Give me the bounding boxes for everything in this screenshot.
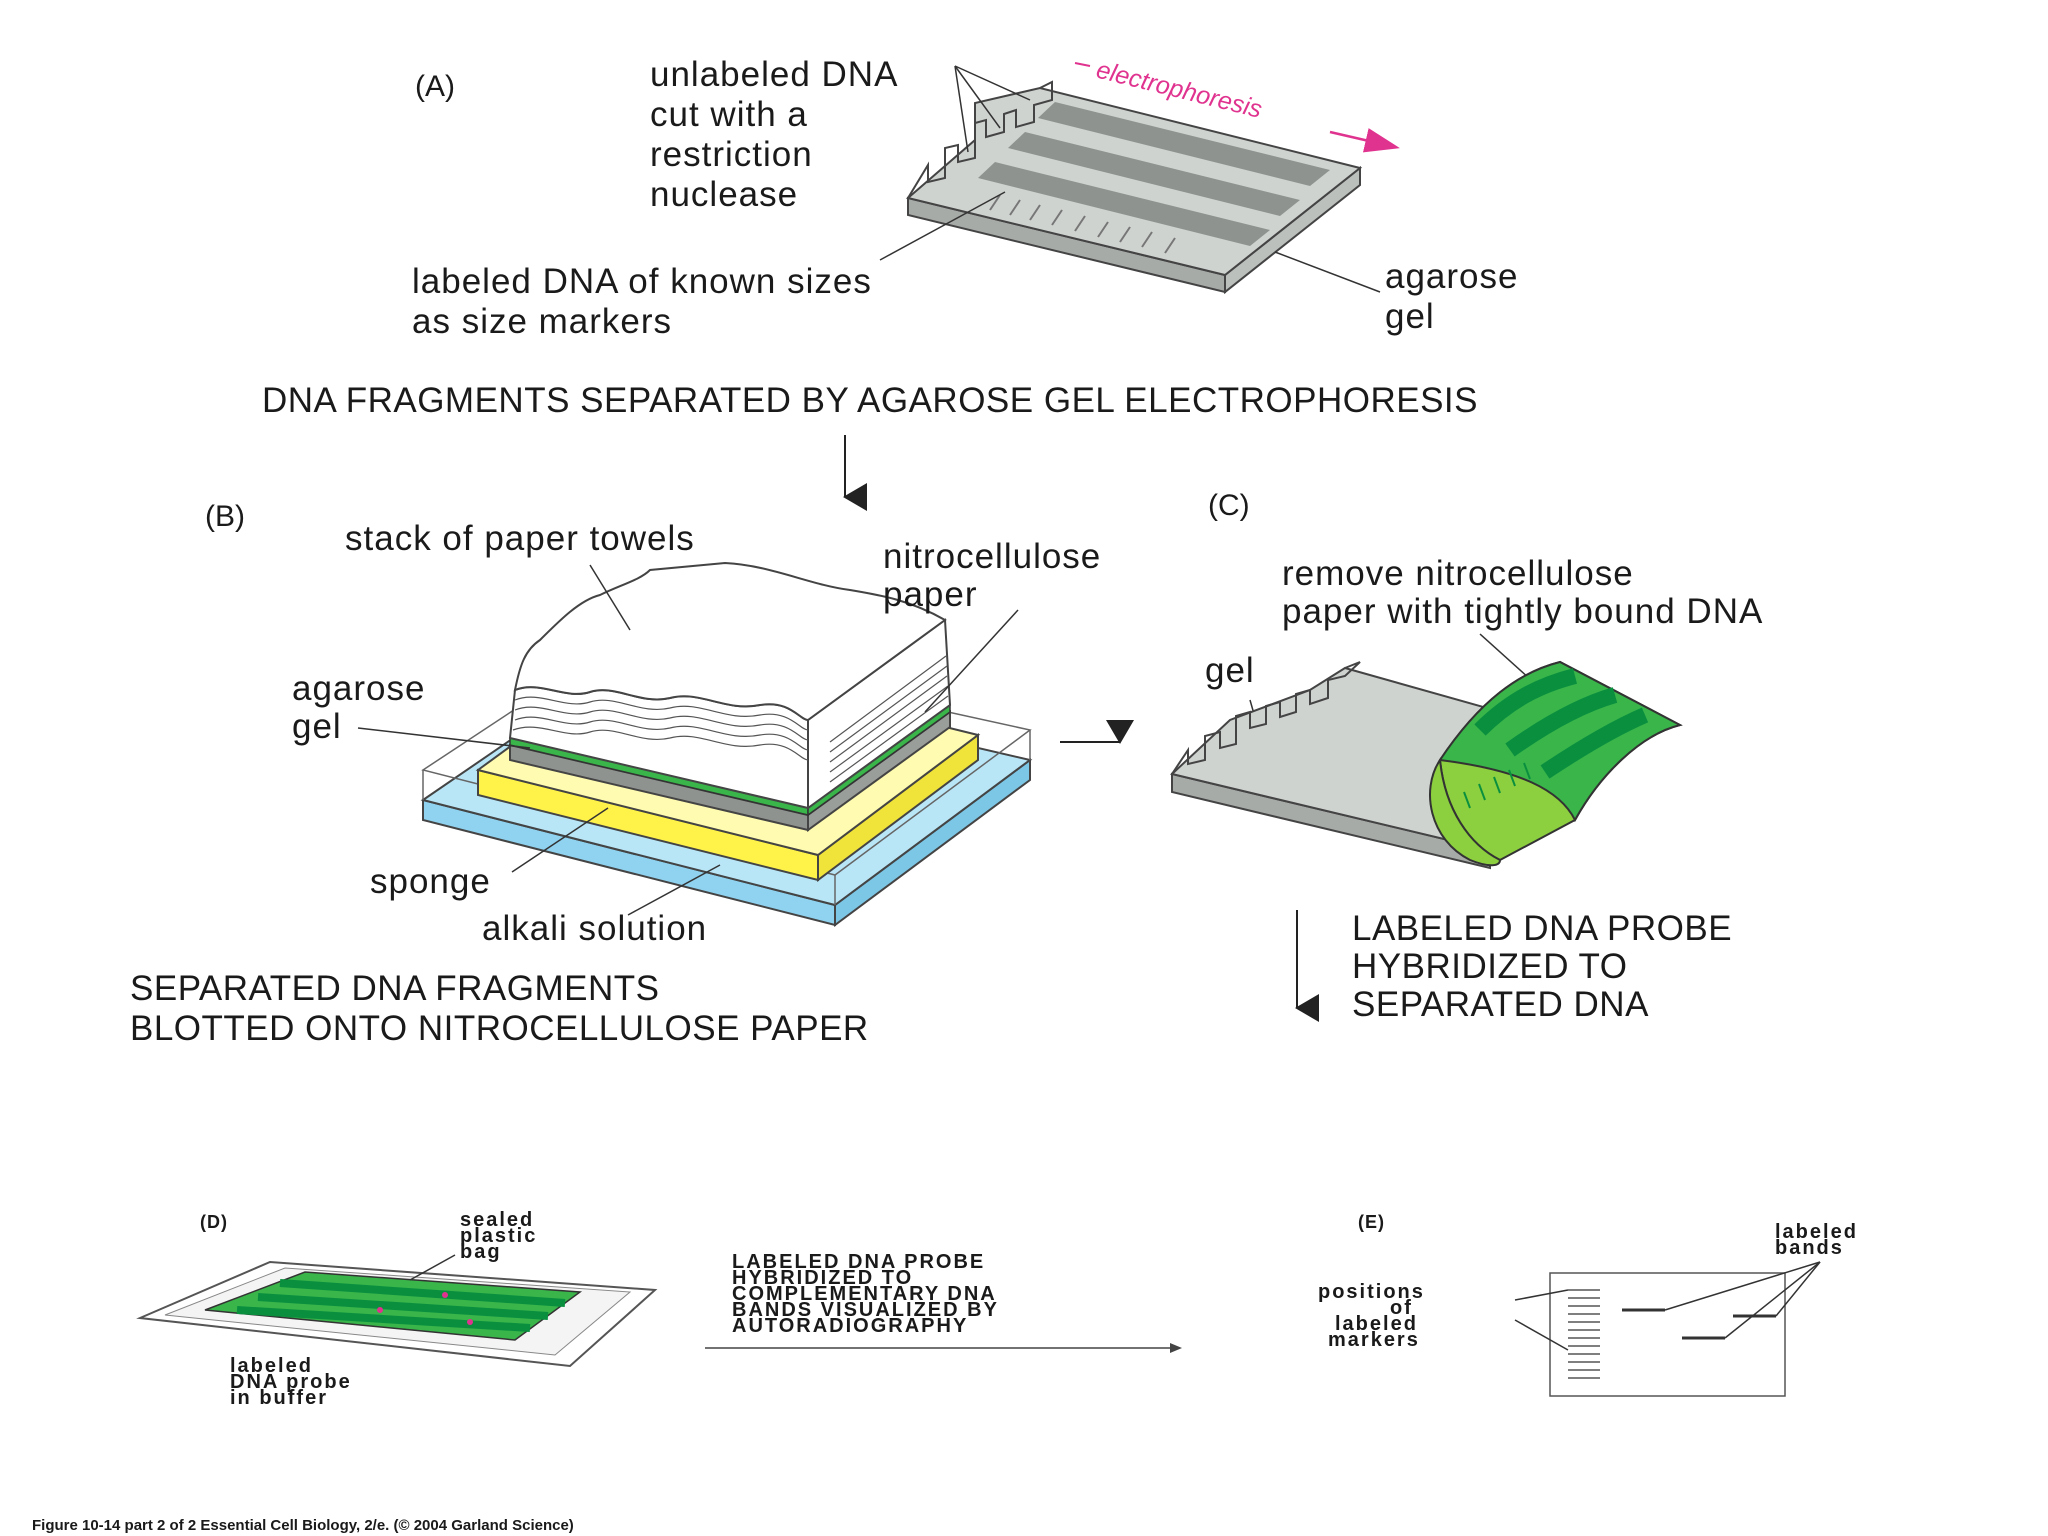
bag-nitro-bands [236,1279,566,1332]
caption-line: SEPARATED DNA FRAGMENTS [130,969,659,1008]
label-line: of [1390,1297,1413,1319]
caption-line: HYBRIDIZED TO [732,1267,913,1289]
gel-a-band-3 [978,162,1270,246]
panel-a: (A) [262,55,1518,420]
label-bag: sealed plastic bag [460,1209,537,1263]
panel-a-tag: (A) [415,70,455,103]
label-positions-e: positions of labeled markers [1318,1281,1425,1351]
label-bands-e: labeled bands [1775,1221,1858,1259]
blot-stack [420,561,1033,927]
detected-bands-e [1622,1308,1776,1340]
marker-ladder-e [1568,1289,1600,1379]
label-line: cut with a [650,95,808,134]
label-sponge: sponge [370,862,491,901]
panel-b-tag: (B) [205,500,245,533]
label-alkali: alkali solution [482,909,707,948]
figure-footer: Figure 10-14 part 2 of 2 Essential Cell … [32,1517,574,1534]
leader-alkali [627,864,721,916]
label-line: DNA probe [230,1371,352,1393]
nitro-sheet-c-bands [1474,668,1649,779]
leader-nitro-b [924,609,1019,713]
gel-a-marker-ladder [989,194,1176,254]
panel-c-caption: LABELED DNA PROBE HYBRIDIZED TO SEPARATE… [1352,909,1732,1024]
caption-line: HYBRIDIZED TO [1352,947,1628,986]
panel-d-tag: (D) [200,1212,228,1232]
label-line: plastic [460,1225,537,1247]
label-line: remove nitrocellulose [1282,554,1634,593]
arrow-d-to-e-head [1170,1343,1182,1353]
caption-line: LABELED DNA PROBE [1352,909,1732,948]
label-gel-c: gel [1205,651,1255,690]
gel-a-band-2 [1008,132,1300,216]
caption-line: BANDS VISUALIZED BY [732,1299,999,1321]
gel-a-band-1 [1038,102,1330,186]
label-line: restriction [650,135,813,174]
leaders-bands-e [1664,1261,1821,1339]
leaders-positions-e [1514,1289,1569,1351]
label-probe: labeled DNA probe in buffer [230,1355,352,1409]
label-line: sealed [460,1209,534,1231]
label-line: markers [1328,1329,1420,1351]
panel-d: (D) sealed plastic bag labeled DNA [136,1209,1182,1409]
caption-line: COMPLEMENTARY DNA [732,1283,997,1305]
label-gel-b: agarose gel [292,669,425,746]
label-line: bag [460,1241,502,1263]
paper-towels-top [513,561,947,722]
size-markers-label: labeled DNA of known sizes as size marke… [412,262,872,341]
paper-towel-layers [512,655,949,783]
label-line: as size markers [412,302,672,341]
leader-gel-b [357,727,531,749]
nitro-curl [1429,757,1502,867]
label-line: bands [1775,1237,1844,1259]
label-line: paper [883,575,978,614]
panel-d-caption: LABELED DNA PROBE HYBRIDIZED TO COMPLEME… [732,1251,999,1337]
sealed-bag [136,1260,658,1368]
leader-paper-towels [589,564,631,631]
label-line: nitrocellulose [883,537,1101,576]
bag-probe-dots [377,1292,473,1325]
label-line: labeled [1775,1221,1858,1243]
peel-assembly [1169,660,1683,870]
panel-e-tag: (E) [1358,1212,1385,1232]
label-line: agarose [1385,257,1518,296]
label-line: gel [1385,297,1435,336]
caption-line: LABELED DNA PROBE [732,1251,985,1273]
leader-bag [409,1254,456,1281]
label-paper-towels: stack of paper towels [345,519,695,558]
unlabeled-dna-leaders [954,65,1031,153]
gel-c-wells [1171,661,1361,775]
label-line: positions [1318,1281,1425,1303]
label-line: agarose [292,669,425,708]
label-line: labeled [230,1355,313,1377]
gel-a-wells [907,80,1053,199]
label-line: gel [292,707,342,746]
caption-line: SEPARATED DNA [1352,985,1649,1024]
label-line: nuclease [650,175,798,214]
autoradiograph-film [1549,1272,1786,1397]
caption-line: AUTORADIOGRAPHY [732,1315,968,1337]
panel-e: (E) labeled bands [1318,1212,1858,1397]
label-line: labeled DNA of known sizes [412,262,872,301]
panel-b: (B) [130,500,1101,1048]
leader-sponge [511,807,609,873]
nitro-sheet-c-ladder [1463,762,1531,809]
panel-c: (C) remove nitrocellulose paper with tig… [1169,489,1763,1024]
label-line: in buffer [230,1387,328,1409]
label-remove-nitro: remove nitrocellulose paper with tightly… [1282,554,1763,631]
unlabeled-dna-label: unlabeled DNA cut with a restriction nuc… [650,55,898,214]
panel-a-caption: DNA FRAGMENTS SEPARATED BY AGAROSE GEL E… [262,381,1478,420]
nitro-sheet-c-top [1438,660,1683,823]
caption-line: BLOTTED ONTO NITROCELLULOSE PAPER [130,1009,869,1048]
panel-b-caption: SEPARATED DNA FRAGMENTS BLOTTED ONTO NIT… [130,969,869,1048]
label-line: labeled [1335,1313,1418,1335]
label-line: paper with tightly bound DNA [1282,592,1763,631]
label-line: unlabeled DNA [650,55,898,94]
agarose-gel-a [905,80,1363,295]
panel-c-tag: (C) [1208,489,1250,522]
agarose-gel-leader-a [1274,251,1381,293]
size-markers-leader [879,191,1006,261]
agarose-gel-label-a: agarose gel [1385,257,1518,336]
label-nitro-b: nitrocellulose paper [883,537,1101,614]
